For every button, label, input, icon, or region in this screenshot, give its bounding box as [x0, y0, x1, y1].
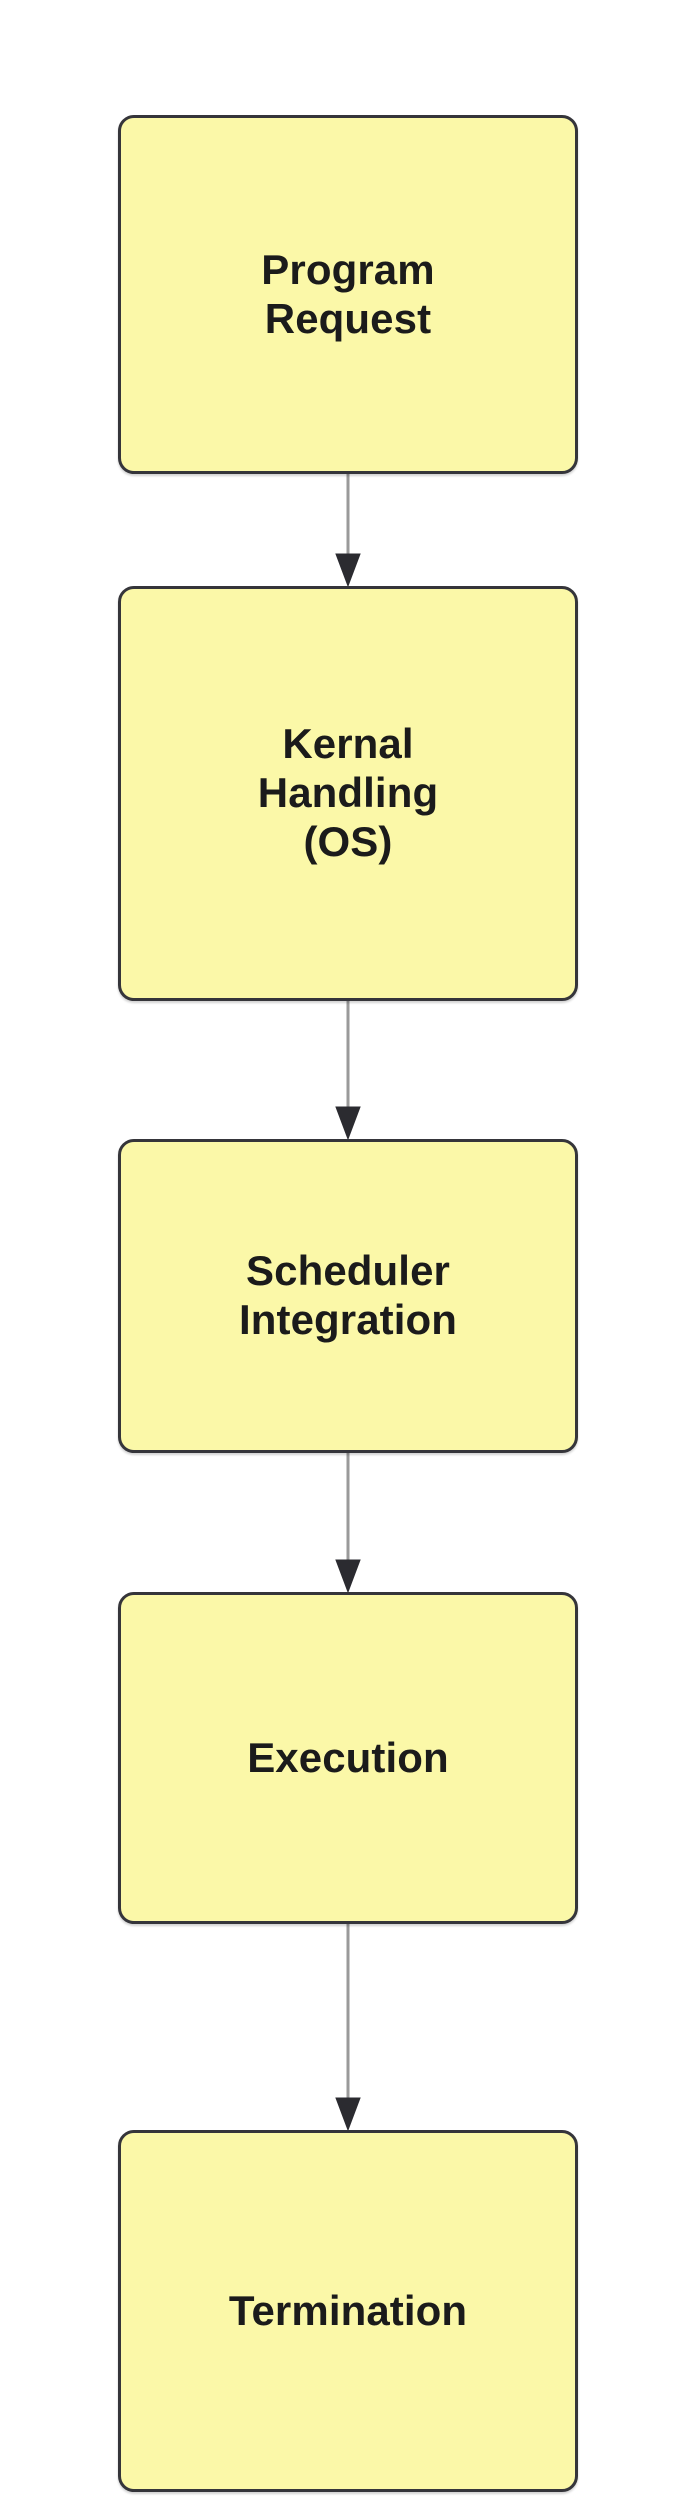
- edge-scheduler-integration-to-execution: [328, 1453, 368, 1594]
- arrowhead-icon: [335, 1106, 361, 1141]
- node-label-execution: Execution: [247, 1733, 449, 1781]
- edge-kernal-handling-to-scheduler-integration: [328, 1001, 368, 1141]
- node-label-program-request: Program Request: [261, 245, 435, 342]
- node-execution[interactable]: Execution: [118, 1592, 578, 1924]
- arrowhead-icon: [335, 553, 361, 588]
- node-label-termination: Termination: [228, 2286, 468, 2334]
- arrowhead-icon: [335, 1559, 361, 1594]
- node-label-kernal-handling-os: Kernal Handling (OS): [257, 720, 439, 865]
- node-termination[interactable]: Termination: [118, 2130, 578, 2492]
- node-scheduler-integration[interactable]: Scheduler Integration: [118, 1139, 578, 1453]
- arrowhead-icon: [335, 2097, 361, 2132]
- node-program-request[interactable]: Program Request: [118, 115, 578, 474]
- edge-execution-to-termination: [328, 1924, 368, 2132]
- node-kernal-handling-os[interactable]: Kernal Handling (OS): [118, 586, 578, 1001]
- edge-program-request-to-kernal-handling: [328, 474, 368, 588]
- node-label-scheduler-integration: Scheduler Integration: [238, 1247, 458, 1343]
